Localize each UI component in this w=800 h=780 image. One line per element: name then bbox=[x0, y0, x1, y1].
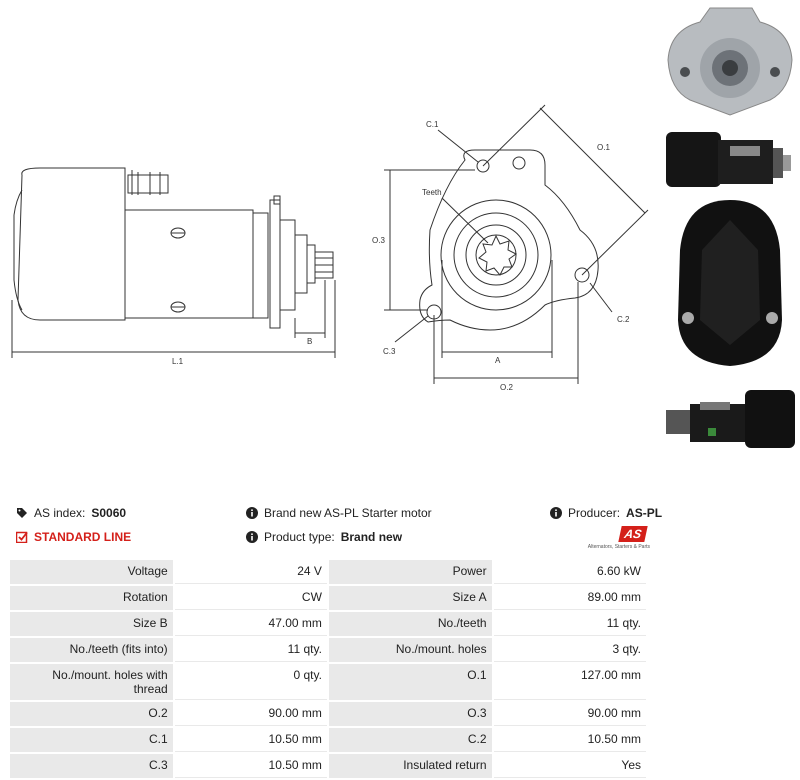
label-c2: C.2 bbox=[617, 315, 630, 324]
as-index: AS index: S0060 bbox=[16, 506, 126, 520]
producer-value: AS-PL bbox=[626, 506, 663, 520]
motor-end-cap bbox=[17, 167, 126, 321]
spec-label: No./mount. holes bbox=[328, 638, 492, 662]
logo-subtext: Alternators, Starters & Parts bbox=[587, 544, 650, 550]
product-type-value: Brand new bbox=[340, 530, 403, 544]
label-l1: L.1 bbox=[172, 357, 184, 366]
product-photos bbox=[666, 7, 795, 448]
label-c1: C.1 bbox=[426, 120, 439, 129]
spec-value: 10.50 mm bbox=[493, 728, 646, 752]
spec-value: 90.00 mm bbox=[493, 702, 646, 726]
spec-label: O.2 bbox=[10, 702, 173, 726]
spec-label: No./teeth bbox=[328, 612, 492, 636]
spec-value: 90.00 mm bbox=[174, 702, 327, 726]
spec-label: Rotation bbox=[10, 586, 173, 610]
spec-label: C.3 bbox=[10, 754, 173, 778]
info-icon bbox=[550, 507, 562, 519]
spec-value: 10.50 mm bbox=[174, 728, 327, 752]
spec-label: Size A bbox=[328, 586, 492, 610]
spec-label: C.2 bbox=[328, 728, 492, 752]
label-o1: O.1 bbox=[597, 143, 610, 152]
product-type-label: Product type: bbox=[264, 530, 335, 544]
tag-icon bbox=[17, 508, 27, 518]
photo-angled bbox=[666, 390, 795, 448]
spec-value: 6.60 kW bbox=[493, 560, 646, 584]
spec-label: O.1 bbox=[328, 664, 492, 700]
label-o2: O.2 bbox=[500, 383, 513, 392]
spec-label: Power bbox=[328, 560, 492, 584]
standard-line: STANDARD LINE bbox=[16, 530, 131, 544]
spec-value: Yes bbox=[493, 754, 646, 778]
logo-mark: AS bbox=[618, 526, 648, 542]
spec-value: 127.00 mm bbox=[493, 664, 646, 700]
label-o3: O.3 bbox=[372, 236, 385, 245]
producer-label: Producer: bbox=[568, 506, 621, 520]
spec-value: 47.00 mm bbox=[174, 612, 327, 636]
photo-front-flange bbox=[667, 7, 793, 116]
label-b: B bbox=[307, 337, 312, 346]
producer: Producer: AS-PL bbox=[550, 506, 662, 520]
as-index-label: AS index: bbox=[34, 506, 86, 520]
spec-label: Size B bbox=[10, 612, 173, 636]
spec-label: O.3 bbox=[328, 702, 492, 726]
info-icon bbox=[246, 507, 258, 519]
spec-value: 11 qty. bbox=[174, 638, 327, 662]
motor-body bbox=[124, 209, 254, 319]
front-flange-outline bbox=[419, 149, 599, 331]
spec-label: Voltage bbox=[10, 560, 173, 584]
photo-end-cap bbox=[678, 200, 782, 366]
spec-label: No./teeth (fits into) bbox=[10, 638, 173, 662]
description-text: Brand new AS-PL Starter motor bbox=[264, 506, 432, 520]
photo-side bbox=[666, 132, 791, 187]
label-teeth: Teeth bbox=[422, 188, 442, 197]
info-icon bbox=[246, 531, 258, 543]
table-row: No./teeth (fits into)11 qty.No./mount. h… bbox=[10, 638, 646, 662]
description: Brand new AS-PL Starter motor bbox=[246, 506, 432, 520]
spec-label: C.1 bbox=[10, 728, 173, 752]
spec-value: 0 qty. bbox=[174, 664, 327, 700]
motor-flange bbox=[269, 199, 281, 329]
checkbox-icon bbox=[16, 531, 28, 543]
product-info: AS index: S0060 Brand new AS-PL Starter … bbox=[0, 500, 800, 560]
spec-label: Insulated return bbox=[328, 754, 492, 778]
spec-value: 24 V bbox=[174, 560, 327, 584]
spec-value: 11 qty. bbox=[493, 612, 646, 636]
spec-value: 89.00 mm bbox=[493, 586, 646, 610]
standard-line-text: STANDARD LINE bbox=[34, 530, 132, 544]
as-pl-logo: AS Alternators, Starters & Parts bbox=[584, 526, 650, 554]
as-index-value: S0060 bbox=[91, 506, 127, 520]
housing-circle bbox=[440, 199, 552, 311]
spec-label: No./mount. holes with thread bbox=[10, 664, 173, 700]
label-a: A bbox=[495, 356, 501, 365]
pinion-teeth bbox=[478, 234, 517, 276]
spec-value: CW bbox=[174, 586, 327, 610]
spec-value: 3 qty. bbox=[493, 638, 646, 662]
product-type: Product type: Brand new bbox=[246, 530, 402, 544]
technical-drawing: L.1 B C.1 O.1 Teeth O.3 C.2 C.3 A O.2 bbox=[11, 104, 649, 392]
label-c3: C.3 bbox=[383, 347, 396, 356]
spec-value: 10.50 mm bbox=[174, 754, 327, 778]
